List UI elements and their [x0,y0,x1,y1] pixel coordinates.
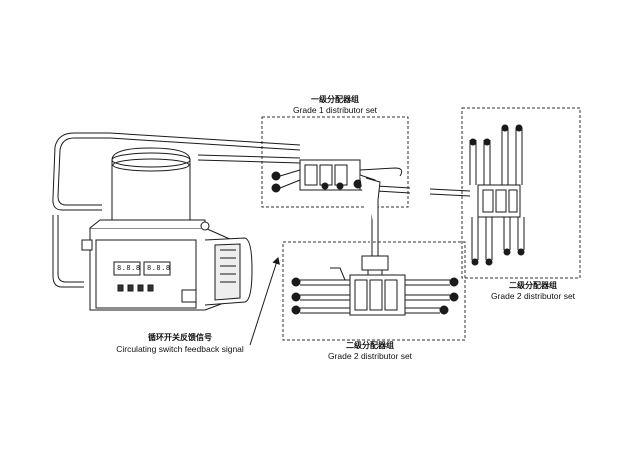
grade1-title-zh: 一级分配器组 [311,95,359,104]
grade2-bottom-title-zh: 二级分配器组 [346,341,394,350]
grade2-right-dashed-box [461,107,581,279]
grade1-distributor-block-icon [271,159,403,256]
grade2-right-title-zh: 二级分配器组 [509,281,557,290]
grade2-bottom-dashed-box [282,241,466,341]
pump-display-right: 8.8.8 [147,264,171,272]
switch-signal-title-zh: 循环开关反馈信号 [148,333,212,342]
grade2-bottom-distributor-block-icon [291,255,459,316]
main-pipe-loop [52,132,471,288]
grade1-title-en: Grade 1 distributor set [292,105,378,115]
grade2-right-distributor-block-icon [469,124,525,266]
signal-arrow-icon [249,257,280,346]
grade2-bottom-title-en: Grade 2 distributor set [327,351,413,361]
lubrication-pump-icon [81,147,253,311]
grade2-right-title-en: Grade 2 distributor set [490,291,576,301]
switch-signal-title-en: Circulating switch feedback signal [116,344,244,354]
pump-display-left: 8.8.8 [117,264,141,272]
